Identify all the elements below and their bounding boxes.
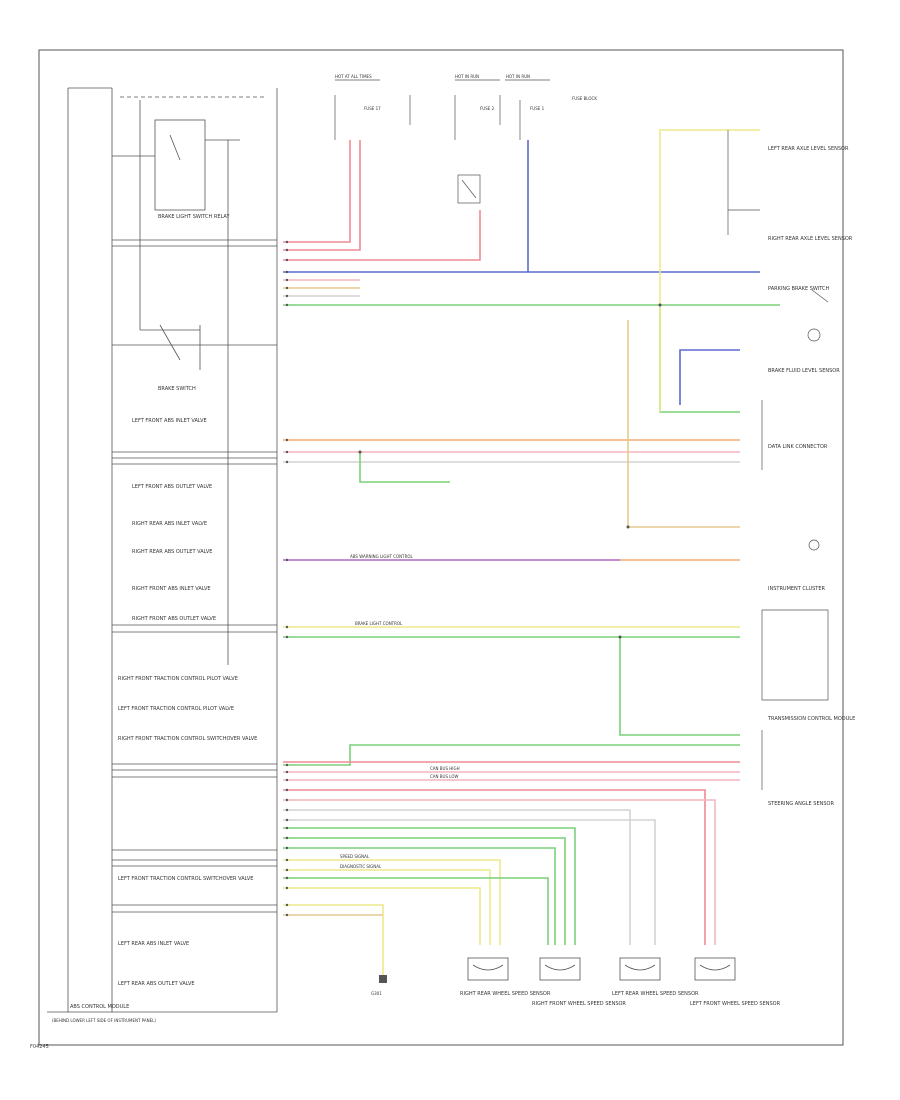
wire-green-rr-3: [283, 877, 549, 945]
right-components: [727, 130, 829, 790]
wire-note-can-high: CAN BUS HIGH: [430, 766, 460, 771]
ecu-label-rr-outlet: RIGHT REAR ABS OUTLET VALVE: [132, 549, 212, 555]
right-label-dlc: DATA LINK CONNECTOR: [768, 444, 828, 450]
ecu-label-rr-inlet: RIGHT REAR ABS INLET VALVE: [132, 521, 207, 527]
right-label-rr-axle: RIGHT REAR AXLE LEVEL SENSOR: [768, 236, 853, 242]
wire-note-speed: SPEED SIGNAL: [340, 854, 370, 859]
ecu-label-lf-pilot: LEFT FRONT TRACTION CONTROL PILOT VALVE: [118, 706, 234, 712]
wire-note-brake-light: BRAKE LIGHT CONTROL: [355, 621, 403, 626]
bottom-label-rf: RIGHT FRONT WHEEL SPEED SENSOR: [532, 1001, 626, 1007]
ecu-label-rf-inlet: RIGHT FRONT ABS INLET VALVE: [132, 586, 211, 592]
wire-green-rf-3: [283, 847, 556, 945]
ecu-label-lf-outlet: LEFT FRONT ABS OUTLET VALVE: [132, 484, 212, 490]
ecu-location-note: (BEHIND LOWER LEFT SIDE OF INSTRUMENT PA…: [52, 1018, 156, 1023]
fuse-block: [334, 79, 550, 204]
fuse-label-4: FUSE BLOCK: [572, 96, 597, 101]
wire-ground-1: [283, 904, 384, 975]
wire-note-can-low: CAN BUS LOW: [430, 774, 459, 779]
lr-wheel-sensor: [619, 957, 661, 981]
figure-reference-code: F04245: [30, 1044, 49, 1050]
wire-red-lf-1: [283, 789, 706, 945]
right-label-steering-angle: STEERING ANGLE SENSOR: [768, 801, 834, 807]
brake-fluid-level-symbol: [807, 328, 821, 342]
ecu-label-brake-switch: BRAKE SWITCH: [158, 386, 196, 392]
wire-yellow-rr-4: [283, 887, 481, 945]
fuse-label-3: FUSE 1: [530, 106, 545, 111]
wire-olive-tcm: [627, 320, 740, 528]
wire-note-warning-light: ABS WARNING LIGHT CONTROL: [350, 554, 414, 559]
wire-bundle: [283, 129, 780, 975]
ecu-label-brake-light-relay: BRAKE LIGHT SWITCH RELAY: [158, 214, 230, 220]
right-label-tcm: TRANSMISSION CONTROL MODULE: [767, 716, 855, 722]
wire-green-sas: [283, 744, 740, 766]
right-label-lr-axle: LEFT REAR AXLE LEVEL SENSOR: [768, 146, 849, 152]
cluster-lamp-symbol: [808, 539, 820, 551]
wire-green-dlc: [359, 452, 450, 483]
rr-wheel-sensor: [467, 957, 509, 981]
ecu-label-rf-pilot: RIGHT FRONT TRACTION CONTROL PILOT VALVE: [118, 676, 238, 682]
ecu-label-lr-outlet: LEFT REAR ABS OUTLET VALVE: [118, 981, 195, 987]
right-label-cluster: INSTRUMENT CLUSTER: [768, 586, 826, 592]
wire-blue-level: [679, 349, 740, 405]
bottom-label-lr: LEFT REAR WHEEL SPEED SENSOR: [612, 991, 699, 997]
wire-red-3: [283, 210, 481, 261]
ecu-label-lf-inlet: LEFT FRONT ABS INLET VALVE: [132, 418, 207, 424]
ecu-label-rf-switchover: RIGHT FRONT TRACTION CONTROL SWITCHOVER …: [118, 736, 257, 742]
ecu-label-lr-inlet: LEFT REAR ABS INLET VALVE: [118, 941, 189, 947]
right-label-fluid-level: BRAKE FLUID LEVEL SENSOR: [768, 368, 840, 374]
right-labels: LEFT REAR AXLE LEVEL SENSOR RIGHT REAR A…: [767, 146, 855, 807]
ecu-label-lf-switchover: LEFT FRONT TRACTION CONTROL SWITCHOVER V…: [118, 876, 253, 882]
top-label-3: HOT IN RUN: [506, 74, 530, 79]
right-label-park-brake: PARKING BRAKE SWITCH: [768, 286, 830, 292]
wire-green-rf-2: [283, 837, 566, 945]
ecu-label-rf-outlet: RIGHT FRONT ABS OUTLET VALVE: [132, 616, 216, 622]
wire-gray-lr-2: [283, 819, 656, 945]
wire-gray-lr-1: [283, 809, 631, 945]
bottom-label-rr: RIGHT REAR WHEEL SPEED SENSOR: [460, 991, 551, 997]
fuse-label-2: FUSE 2: [480, 106, 495, 111]
wire-red-lf-2: [283, 799, 716, 945]
wire-green-rf-1: [283, 827, 576, 945]
wire-yellow-rr-2: [283, 869, 491, 945]
ecu-labels: BRAKE LIGHT SWITCH RELAY BRAKE SWITCH LE…: [52, 214, 257, 1023]
ground-symbol: G301: [371, 975, 387, 996]
ecu-title: ABS CONTROL MODULE: [70, 1004, 129, 1010]
top-label-1: HOT AT ALL TIMES: [335, 74, 372, 79]
wire-red-2: [283, 140, 361, 251]
lf-wheel-sensor: [694, 957, 736, 981]
bottom-labels: RIGHT REAR WHEEL SPEED SENSOR RIGHT FRON…: [460, 991, 781, 1007]
wire-red-1: [283, 140, 351, 243]
abs-control-module: [47, 87, 278, 1013]
brake-switch-symbol: [457, 174, 481, 204]
wire-note-diagnostic: DIAGNOSTIC SIGNAL: [340, 864, 382, 869]
fuse-label-1: FUSE 17: [364, 106, 381, 111]
wire-green-level: [659, 305, 740, 413]
wire-annotations: ABS WARNING LIGHT CONTROL BRAKE LIGHT CO…: [340, 554, 460, 869]
wire-yellow-rr-1: [283, 859, 501, 945]
bottom-label-lf: LEFT FRONT WHEEL SPEED SENSOR: [690, 1001, 781, 1007]
connector-pins: [285, 240, 662, 917]
diagram-frame: [38, 49, 844, 1046]
wheel-speed-sensors: [467, 957, 736, 981]
top-label-2: HOT IN RUN: [455, 74, 479, 79]
top-labels: HOT AT ALL TIMES HOT IN RUN HOT IN RUN F…: [335, 74, 597, 111]
wire-green-tcm-drop: [619, 637, 740, 736]
wire-yellow-level: [659, 129, 760, 412]
rf-wheel-sensor: [539, 957, 581, 981]
ground-label: G301: [371, 991, 382, 996]
